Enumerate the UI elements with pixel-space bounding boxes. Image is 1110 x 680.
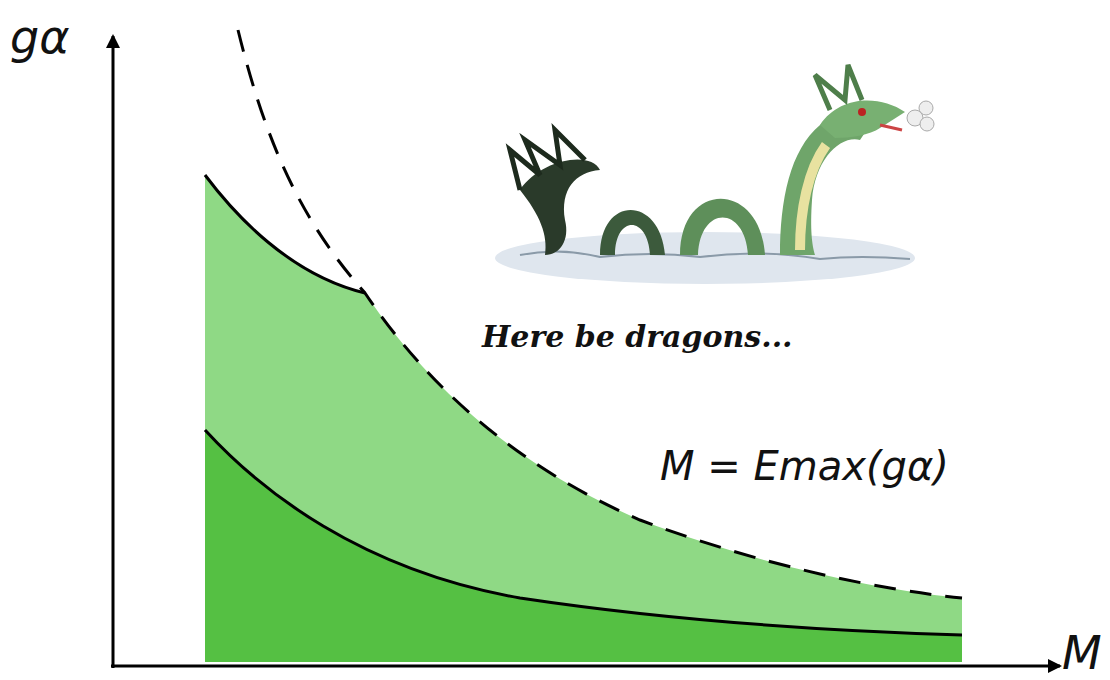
sea-dragon [495,65,934,284]
bound-curve [205,175,365,293]
x-axis [111,665,1060,668]
bound-curve [205,430,962,635]
allowed-region-dark [205,430,962,662]
allowed-region-light [205,175,962,662]
cutoff-curve [238,30,962,598]
axis-label: M [1062,630,1102,676]
y-axis [112,36,115,668]
curve-label: M = Emax(gα) [660,446,949,486]
annotation: Here be dragons... [482,322,793,352]
axis-label: gα [10,14,70,60]
